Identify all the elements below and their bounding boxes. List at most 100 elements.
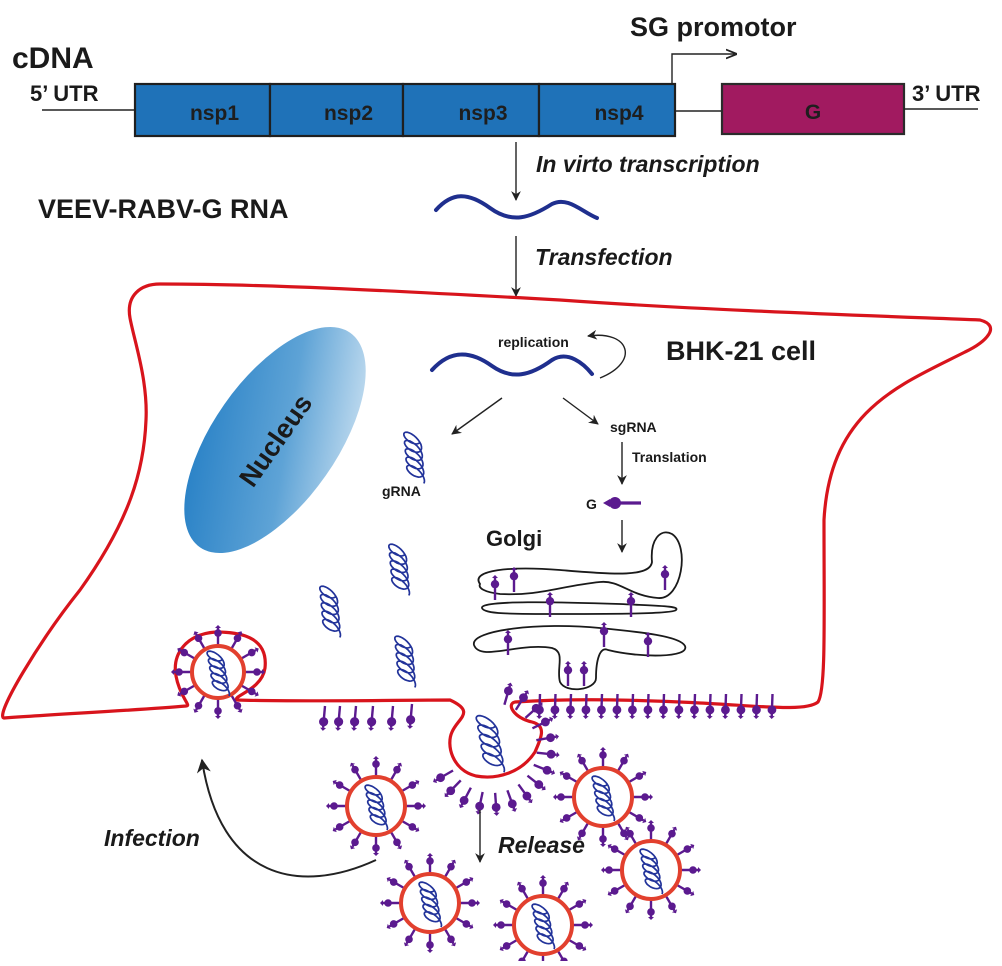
glycoprotein-spike-icon <box>647 820 655 841</box>
glycoprotein-spike-icon <box>601 866 622 874</box>
glycoprotein-spike-icon <box>389 830 403 850</box>
glycoprotein-spike-icon <box>400 779 420 793</box>
glycoprotein-spike-icon <box>647 899 655 920</box>
glycoprotein-spike-icon <box>193 693 207 713</box>
glycoprotein-spike-icon <box>545 592 555 617</box>
glycoprotein-spike-icon <box>387 705 397 731</box>
glycoprotein-spike-icon <box>572 921 593 929</box>
glycoprotein-spike-icon <box>516 881 530 901</box>
glycoprotein-spike-icon <box>539 875 547 896</box>
glycoprotein-spike-icon <box>403 859 417 879</box>
glycoprotein-spike-icon <box>443 927 457 947</box>
glycoprotein-spike-icon <box>599 622 609 647</box>
virion-icon <box>553 747 653 847</box>
budding-spike-icon <box>433 769 454 784</box>
replication-group: replication sgRNA gRNA Translation G <box>382 329 707 553</box>
glycoprotein-spike-icon <box>319 705 329 731</box>
glycoprotein-spike-icon <box>214 625 222 646</box>
rna-label: VEEV-RABV-G RNA <box>38 194 289 224</box>
budding-virion-left <box>171 625 265 719</box>
glycoprotein-spike-icon <box>332 779 352 793</box>
glycoprotein-spike-icon <box>403 927 417 947</box>
budding-spike-icon <box>536 749 560 759</box>
budding-spike-icon <box>531 716 554 730</box>
glycoprotein-spike-icon <box>674 693 684 719</box>
glycoprotein-spike-icon <box>499 898 519 912</box>
virion-rna-coil-icon <box>418 881 443 928</box>
glycoprotein-spike-icon <box>660 565 670 590</box>
glycoprotein-spike-icon <box>334 705 344 731</box>
glycoprotein-spike-icon <box>239 647 259 661</box>
glycoprotein-spike-icon <box>616 821 630 841</box>
virion-icon <box>326 756 426 856</box>
virions <box>171 625 701 966</box>
glycoprotein-spike-icon <box>239 683 259 697</box>
glycoprotein-spike-icon <box>214 698 222 719</box>
glycoprotein-spike-icon <box>627 770 647 784</box>
gene-rect <box>401 82 541 138</box>
glycoprotein-spike-icon <box>171 668 192 676</box>
glycoprotein-spike-icon <box>426 853 434 874</box>
glycoprotein-spike-icon <box>332 819 352 833</box>
golgi-cisterna-1 <box>477 531 683 599</box>
gene-block-nsp4: nsp4 <box>537 82 677 138</box>
glycoprotein-spike-icon <box>389 762 403 782</box>
golgi-cisterna-2 <box>481 601 678 615</box>
budding-spike-icon <box>444 779 462 797</box>
glycoprotein-spike-icon <box>400 819 420 833</box>
glycoprotein-spike-icon <box>624 826 638 846</box>
glycoprotein-spike-icon <box>626 592 636 617</box>
budding-spike-icon <box>533 763 556 776</box>
glycoprotein-spike-icon <box>350 705 360 731</box>
free-genomic-rna <box>319 431 426 688</box>
glycoprotein-spike-icon <box>229 631 243 651</box>
glycoprotein-spike-icon <box>659 693 668 719</box>
gene-block-nsp2: nsp2 <box>268 82 405 138</box>
g-protein-label: G <box>586 496 597 512</box>
infection-arrow-icon <box>196 758 377 878</box>
glycoprotein-spike-icon <box>643 632 653 657</box>
transfection-label: Transfection <box>535 244 673 270</box>
grna-label: gRNA <box>382 483 421 499</box>
glycoprotein-spike-icon <box>372 835 380 856</box>
glycoprotein-spike-icon <box>736 693 746 719</box>
golgi-label: Golgi <box>486 526 542 551</box>
glycoprotein-spike-icon <box>556 881 570 901</box>
nucleus-shape <box>184 326 366 554</box>
glycoprotein-spike-icon <box>624 894 638 914</box>
virion-rna-coil-icon <box>364 784 389 831</box>
glycoprotein-spike-icon <box>563 661 573 686</box>
gene-label: nsp1 <box>190 102 239 125</box>
glycoprotein-spike-icon <box>406 703 416 729</box>
glycoprotein-spike-icon <box>627 810 647 824</box>
translation-label: Translation <box>632 449 707 465</box>
glycoprotein-spike-icon <box>386 876 406 890</box>
glycoprotein-spike-icon <box>690 693 699 719</box>
glycoprotein-spike-icon <box>567 898 587 912</box>
glycoprotein-spike-icon <box>616 753 630 773</box>
glycoprotein-spike-icon <box>229 693 243 713</box>
glycoprotein-spike-icon <box>612 693 622 719</box>
glycoprotein-spike-icon <box>721 693 730 719</box>
g-gene-label: G <box>805 101 821 124</box>
glycoprotein-spike-icon <box>493 921 514 929</box>
g-protein-icon <box>603 497 641 509</box>
budding-spike-icon <box>514 690 529 711</box>
glycoprotein-spike-icon <box>454 916 474 930</box>
gene-label: nsp2 <box>324 102 373 125</box>
rna-production: In virto transcription VEEV-RABV-G RNA T… <box>38 142 760 297</box>
budding-spike-icon <box>506 789 518 812</box>
genomic-rna-strand-icon <box>430 352 594 377</box>
glycoprotein-spike-icon <box>680 866 701 874</box>
virion-icon <box>493 875 593 966</box>
gene-label: nsp4 <box>594 102 643 125</box>
glycoprotein-spike-icon <box>509 567 519 592</box>
budding-spike-icon <box>526 774 546 791</box>
glycoprotein-spike-icon <box>632 793 653 801</box>
glycoprotein-spike-icon <box>499 938 519 952</box>
sgrna-label: sgRNA <box>610 419 657 435</box>
glycoprotein-spike-icon <box>581 693 591 719</box>
virion-icon <box>601 820 701 920</box>
